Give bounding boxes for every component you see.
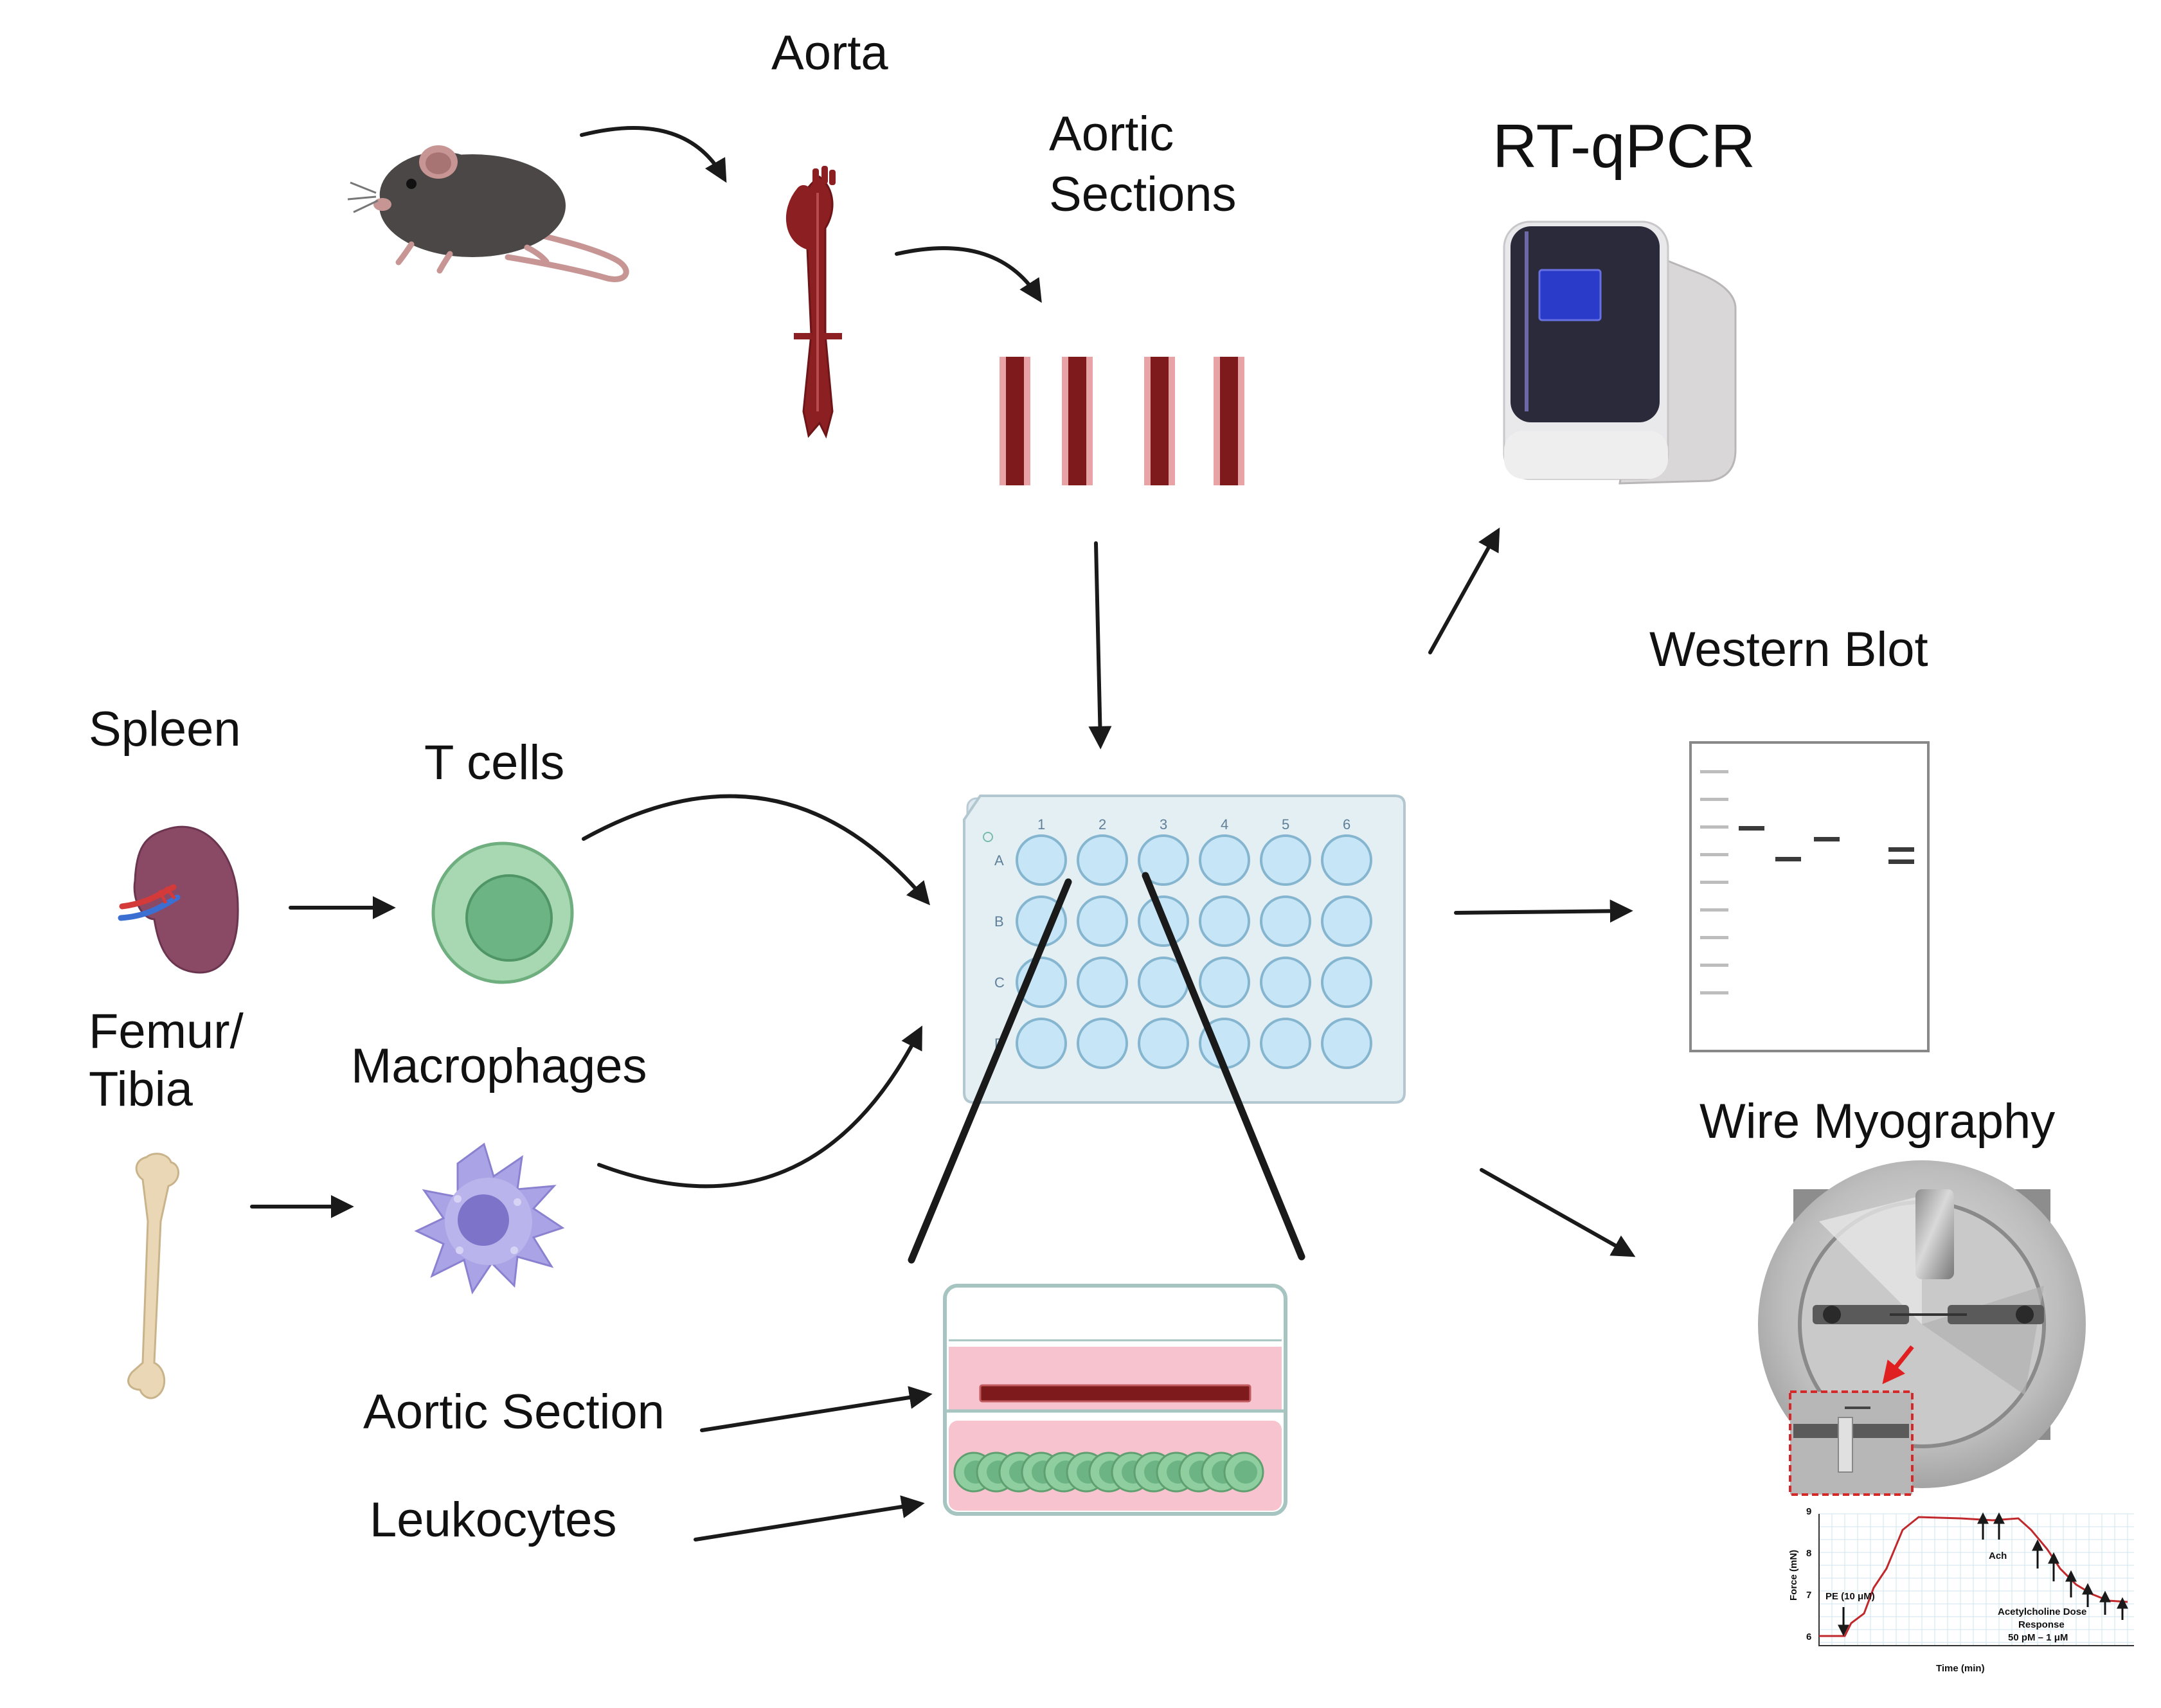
aortic-section-label: Aortic Section <box>363 1385 665 1439</box>
annotation-dose-line2: Response <box>2018 1619 2065 1630</box>
arrow-to-rtqpcr <box>1428 527 1500 654</box>
leukocytes-label: Leukocytes <box>370 1493 616 1547</box>
chart-grid <box>1818 1513 2134 1646</box>
aortic-section-strip <box>1000 357 1030 485</box>
macrophage-icon <box>414 1142 565 1295</box>
blot-band <box>1814 837 1840 841</box>
plate-well <box>1260 834 1311 886</box>
plate-column-labels: 1 2 3 4 5 6 <box>1037 816 1350 832</box>
spleen-label: Spleen <box>89 702 241 757</box>
plate-well <box>1138 834 1189 886</box>
plate-column-label: 5 <box>1282 816 1289 832</box>
aortic-section-strip-insert <box>979 1384 1251 1403</box>
plate-well <box>1077 895 1128 947</box>
plate-column-label: 2 <box>1098 816 1106 832</box>
blot-band <box>1888 847 1914 852</box>
force-trace-line <box>1819 1516 2128 1637</box>
plate-well <box>1199 957 1250 1008</box>
arrow-to-western-blot <box>1454 899 1633 923</box>
arrow-sections-to-plate <box>1088 541 1112 750</box>
leukocyte-cells <box>953 1452 1264 1493</box>
y-tick-label: 9 <box>1806 1506 1811 1517</box>
annotation-pe: PE (10 μM) <box>1825 1591 1875 1602</box>
femur-label-line2: Tibia <box>89 1062 193 1117</box>
femur-label-line1: Femur/ <box>89 1004 244 1059</box>
blot-band <box>1739 826 1764 831</box>
blot-band <box>1775 857 1801 861</box>
plate-well <box>1077 834 1128 886</box>
aortic-sections-label-line1: Aortic <box>1049 107 1174 161</box>
mouse-icon <box>347 145 629 282</box>
blot-ladder <box>1700 770 1728 994</box>
culture-insert-icon <box>943 1284 1287 1516</box>
plate-well <box>1016 834 1067 886</box>
bone-icon <box>127 1153 179 1399</box>
aortic-sections-group <box>1000 357 1244 485</box>
aortic-section-strip <box>1214 357 1244 485</box>
myography-force-chart: Force (mN) Time (min) 6 7 8 9 PE (10 μM) Ac… <box>1788 1506 2134 1674</box>
plate-well <box>1199 834 1250 886</box>
aorta-label: Aorta <box>771 26 888 80</box>
y-tick-label: 7 <box>1806 1590 1811 1601</box>
flow-arrows <box>250 126 1636 1542</box>
aortic-section-strip <box>1062 357 1093 485</box>
plate-well <box>1260 957 1311 1008</box>
rtqpcr-machine-icon <box>1503 220 1737 485</box>
plate-column-label: 4 <box>1221 816 1228 832</box>
plate-row-label: C <box>994 975 1005 991</box>
myograph-inset-photo <box>1789 1390 1914 1496</box>
zoom-lines <box>908 872 1305 1264</box>
aortic-sections-label-line2: Sections <box>1049 167 1237 222</box>
plate-column-label: 1 <box>1037 816 1045 832</box>
plate-well <box>1199 895 1250 947</box>
plate-column-label: 6 <box>1343 816 1350 832</box>
plate-well <box>1321 1018 1372 1069</box>
chart-y-ticks: 6 7 8 9 <box>1806 1506 1811 1642</box>
plate-row-label: B <box>994 913 1004 930</box>
plate-well <box>1077 1018 1128 1069</box>
annotation-dose-line3: 50 pM – 1 μM <box>2008 1632 2068 1643</box>
annotation-dose-line1: Acetylcholine Dose <box>1998 1606 2086 1617</box>
plate-well <box>1321 957 1372 1008</box>
plate-well <box>1321 834 1372 886</box>
plate-well <box>1138 1018 1189 1069</box>
arrow-leukocytes-to-insert <box>694 1495 925 1542</box>
y-tick-label: 6 <box>1806 1632 1811 1642</box>
arrow-tcells-to-plate <box>582 794 930 906</box>
spleen-icon <box>118 825 239 974</box>
arrow-aorta-to-sections <box>895 246 1042 303</box>
chart-ylabel: Force (mN) <box>1788 1550 1799 1601</box>
macrophages-label: Macrophages <box>351 1039 647 1093</box>
plate-well <box>1260 895 1311 947</box>
plate-well <box>1260 1018 1311 1069</box>
blot-band <box>1888 859 1914 864</box>
plate-wells <box>1016 834 1372 1069</box>
t-cells-label: T cells <box>424 735 564 790</box>
plate-column-label: 3 <box>1160 816 1167 832</box>
rtqpcr-label: RT-qPCR <box>1493 112 1755 181</box>
aortic-section-strip <box>1144 357 1175 485</box>
plate-well <box>1321 895 1372 947</box>
leukocyte-nucleus <box>1234 1461 1257 1484</box>
western-blot-icon <box>1689 741 1930 1052</box>
arrow-mouse-to-aorta <box>580 126 727 183</box>
arrow-section-to-insert <box>700 1386 933 1432</box>
dose-arrows <box>1977 1512 2128 1620</box>
chart-xlabel: Time (min) <box>1936 1663 1985 1674</box>
aorta-icon <box>786 166 842 439</box>
arrow-macrophages-to-plate <box>597 1025 922 1189</box>
t-cell-icon <box>431 841 574 984</box>
western-blot-label: Western Blot <box>1649 622 1928 677</box>
wire-myography-label: Wire Myography <box>1699 1094 2055 1149</box>
y-tick-label: 8 <box>1806 1548 1811 1559</box>
plate-well <box>1016 1018 1067 1069</box>
arrow-to-wire-myography <box>1480 1168 1636 1257</box>
plate-row-label: A <box>994 852 1004 868</box>
annotation-ach: Ach <box>1989 1551 2007 1561</box>
plate-well <box>1077 957 1128 1008</box>
